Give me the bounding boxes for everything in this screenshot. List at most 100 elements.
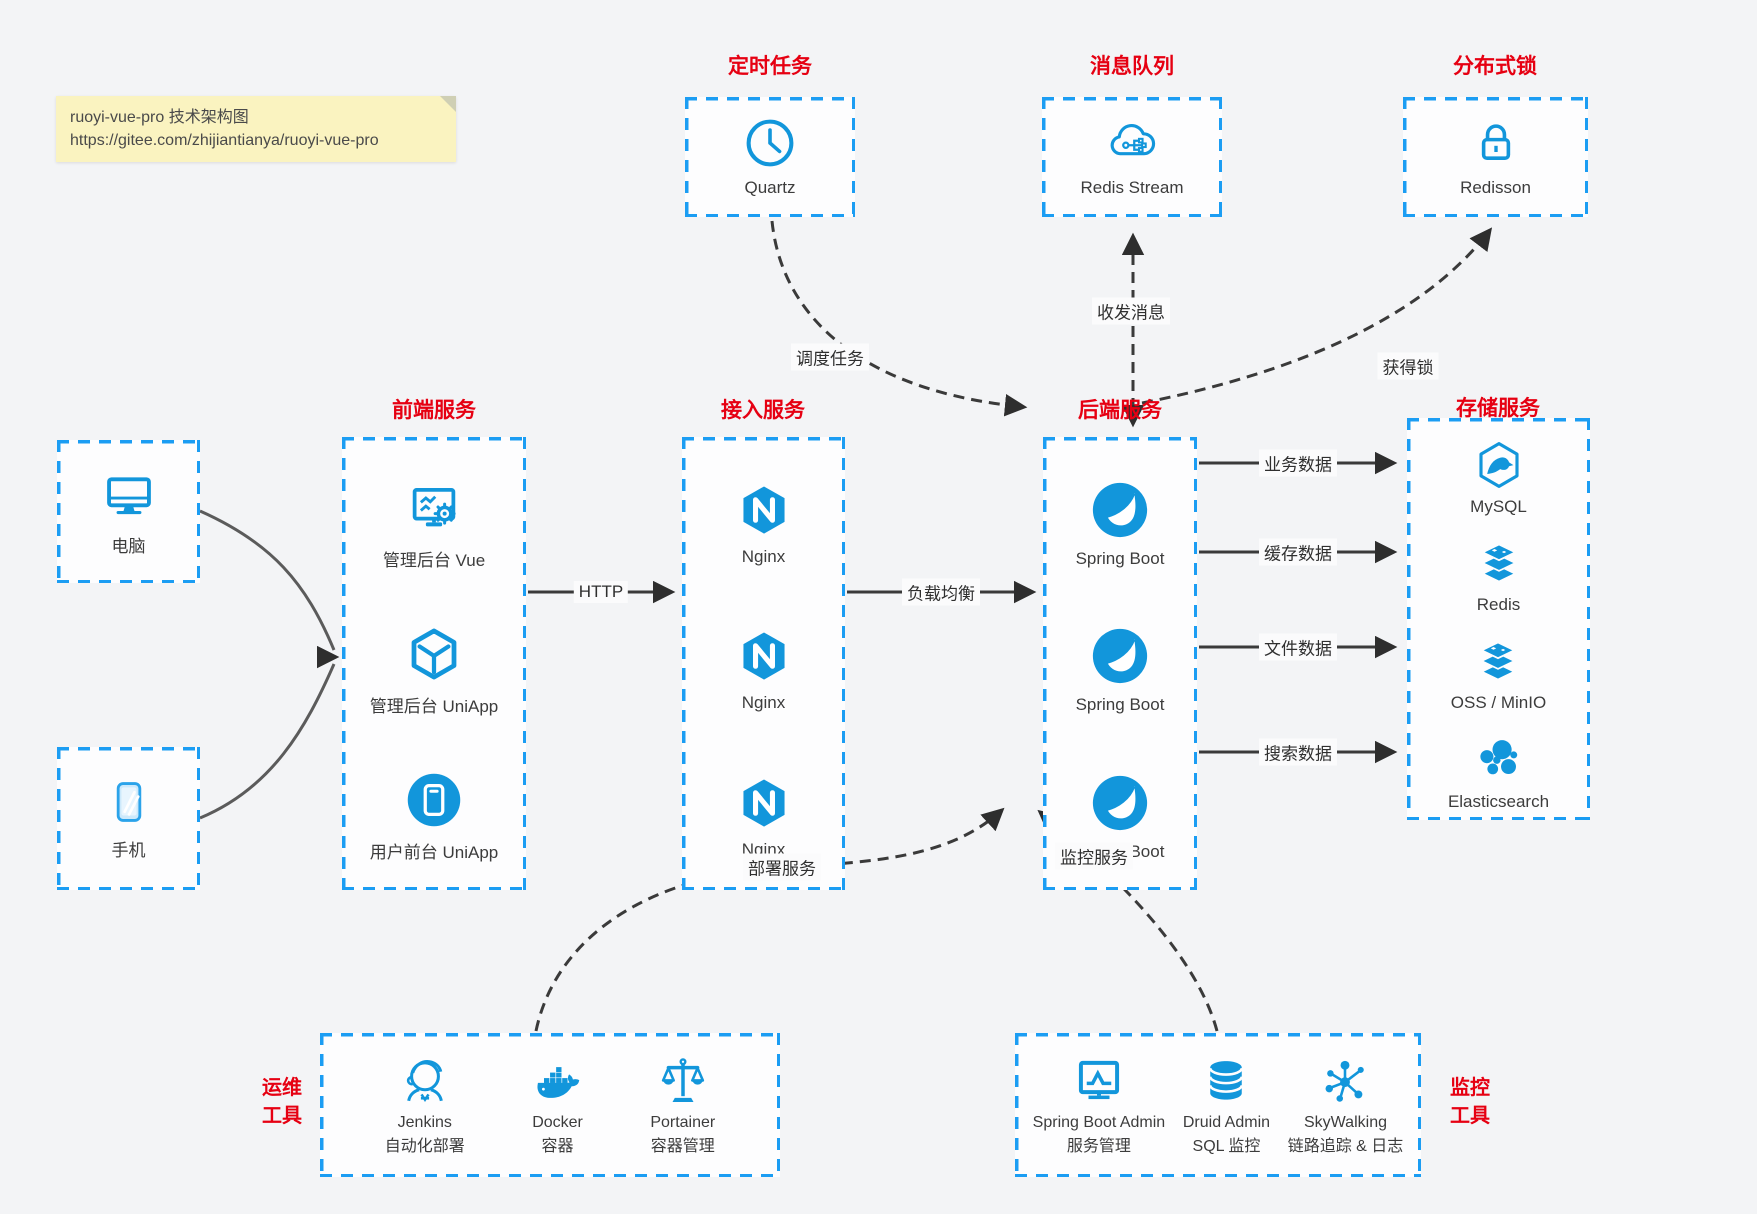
note-title: ruoyi-vue-pro 技术架构图 [70,109,249,126]
node-portainer: Portainer 容器管理 [650,1053,715,1157]
spring-icon [1092,629,1148,684]
edge-label-deploy: 部署服务 [743,853,821,881]
group-title-gateway: 接入服务 [721,399,805,422]
box-scheduled: Quartz [685,97,855,217]
node-sublabel: 自动化部署 [384,1138,465,1155]
edge-schedule [770,220,1028,417]
node-user-uniapp: 用户前台 UniApp [370,744,498,890]
node-label: Spring Boot [1075,695,1165,715]
node-label: OSS / MinIO [1450,692,1547,712]
node-sublabel: 容器管理 [650,1138,715,1155]
cloud-mq-icon [1110,124,1156,156]
box-phone: 手机 [57,747,200,890]
node-label: Jenkins [397,1114,452,1131]
edge-label-load-balance: 负载均衡 [902,578,980,606]
druid-icon [1209,1061,1244,1100]
edge-phone-to-frontend [199,663,336,820]
portainer-icon [661,1058,704,1102]
node-druid-admin: Druid Admin SQL 监控 [1183,1053,1270,1157]
box-backend: Spring Boot Spring Boot Spring Boot [1043,437,1197,890]
node-label: Portainer [650,1114,716,1131]
nginx-icon [742,486,785,534]
node-label: Redis [1476,594,1521,614]
spring-icon [1092,483,1148,538]
node-mysql: MySQL [1470,428,1527,526]
group-title-backend: 后端服务 [1078,399,1162,422]
nginx-icon [742,779,785,827]
box-ops: Jenkins 自动化部署 Docker 容器 [320,1033,780,1177]
node-spring-boot-admin: Spring Boot Admin 服务管理 [1032,1053,1166,1157]
group-title-monitoring: 监控 工具 [1450,1077,1490,1127]
node-redis: Redis [1472,526,1526,624]
node-label: Spring Boot Admin [1032,1114,1166,1131]
edge-label-monitor: 监控服务 [1055,842,1133,870]
node-label: Elasticsearch [1447,791,1550,811]
jenkins-icon [406,1060,443,1102]
phone-icon [116,782,141,822]
node-nginx-2: Nginx [735,597,793,743]
box-computer: 电脑 [57,440,200,583]
lock-icon [1481,124,1510,160]
node-sublabel: 服务管理 [1066,1138,1131,1155]
node-label: SkyWalking [1304,1114,1387,1131]
edge-label-file-data: 文件数据 [1259,633,1337,661]
node-label: Nginx [741,693,786,713]
group-title-frontend: 前端服务 [392,399,476,422]
node-label: Quartz [744,178,796,197]
node-label: 用户前台 UniApp [369,843,499,863]
clock-icon [746,119,794,167]
group-title-ops: 运维 工具 [262,1077,302,1127]
skywalking-icon [1326,1060,1365,1102]
node-label: 管理后台 UniApp [369,696,499,716]
uniapp-cube-icon [411,628,457,680]
node-sublabel: 容器 [541,1138,574,1155]
edge-label-http: HTTP [573,581,629,603]
group-title-scheduled: 定时任务 [728,55,812,78]
node-label: Nginx [741,547,786,567]
edge-label-search-data: 搜索数据 [1259,738,1337,766]
box-storage: MySQL Redis OSS / Mi [1407,418,1590,820]
node-jenkins: Jenkins 自动化部署 [385,1053,465,1157]
node-admin-vue: 管理后台 Vue [383,451,485,597]
box-mq: Redis Stream [1042,97,1222,217]
sticky-note: ruoyi-vue-pro 技术架构图 https://gitee.com/zh… [56,96,456,162]
box-frontend: 管理后台 Vue 管理后台 UniApp 用户前台 UniApp [342,437,526,890]
group-title-storage: 存储服务 [1456,397,1540,420]
admin-vue-icon [412,487,456,527]
edge-label-business-data: 业务数据 [1259,449,1337,477]
edge-acquire-lock [1141,227,1493,405]
node-springboot-1: Spring Boot [1075,451,1165,597]
docker-icon [537,1067,579,1098]
node-docker: Docker 容器 [530,1053,586,1157]
node-admin-uniapp: 管理后台 UniApp [370,597,498,743]
node-label: Redis Stream [1080,178,1184,197]
edge-label-acquire-lock: 获得锁 [1377,352,1439,380]
box-lock: Redisson [1403,97,1588,217]
node-skywalking: SkyWalking 链路追踪 & 日志 [1288,1053,1403,1157]
box-gateway: Nginx Nginx Nginx [682,437,845,890]
redis-stack-icon [1481,641,1516,680]
device-label: 手机 [111,841,146,860]
redis-stack-icon [1481,543,1516,582]
sba-icon [1078,1060,1120,1100]
edge-label-message: 收发消息 [1092,297,1170,325]
box-monitoring: Spring Boot Admin 服务管理 Druid Admin SQL 监… [1015,1033,1421,1177]
node-label: Druid Admin [1182,1114,1271,1131]
edge-label-schedule: 调度任务 [791,343,869,371]
node-nginx-1: Nginx [735,451,793,597]
edge-label-cache-data: 缓存数据 [1259,538,1337,566]
group-title-lock: 分布式锁 [1453,55,1537,78]
edge-computer-to-frontend [199,509,336,651]
group-title-mq: 消息队列 [1090,55,1174,78]
node-label: Redisson [1460,178,1531,197]
elasticsearch-icon [1480,739,1518,774]
nginx-icon [742,632,785,681]
node-label: Spring Boot [1075,549,1165,569]
user-app-icon [407,774,461,827]
spring-icon [1092,775,1148,830]
node-label: MySQL [1470,496,1527,516]
note-fold-corner [440,96,456,112]
device-label: 电脑 [111,537,146,556]
node-label: Docker [532,1114,583,1131]
